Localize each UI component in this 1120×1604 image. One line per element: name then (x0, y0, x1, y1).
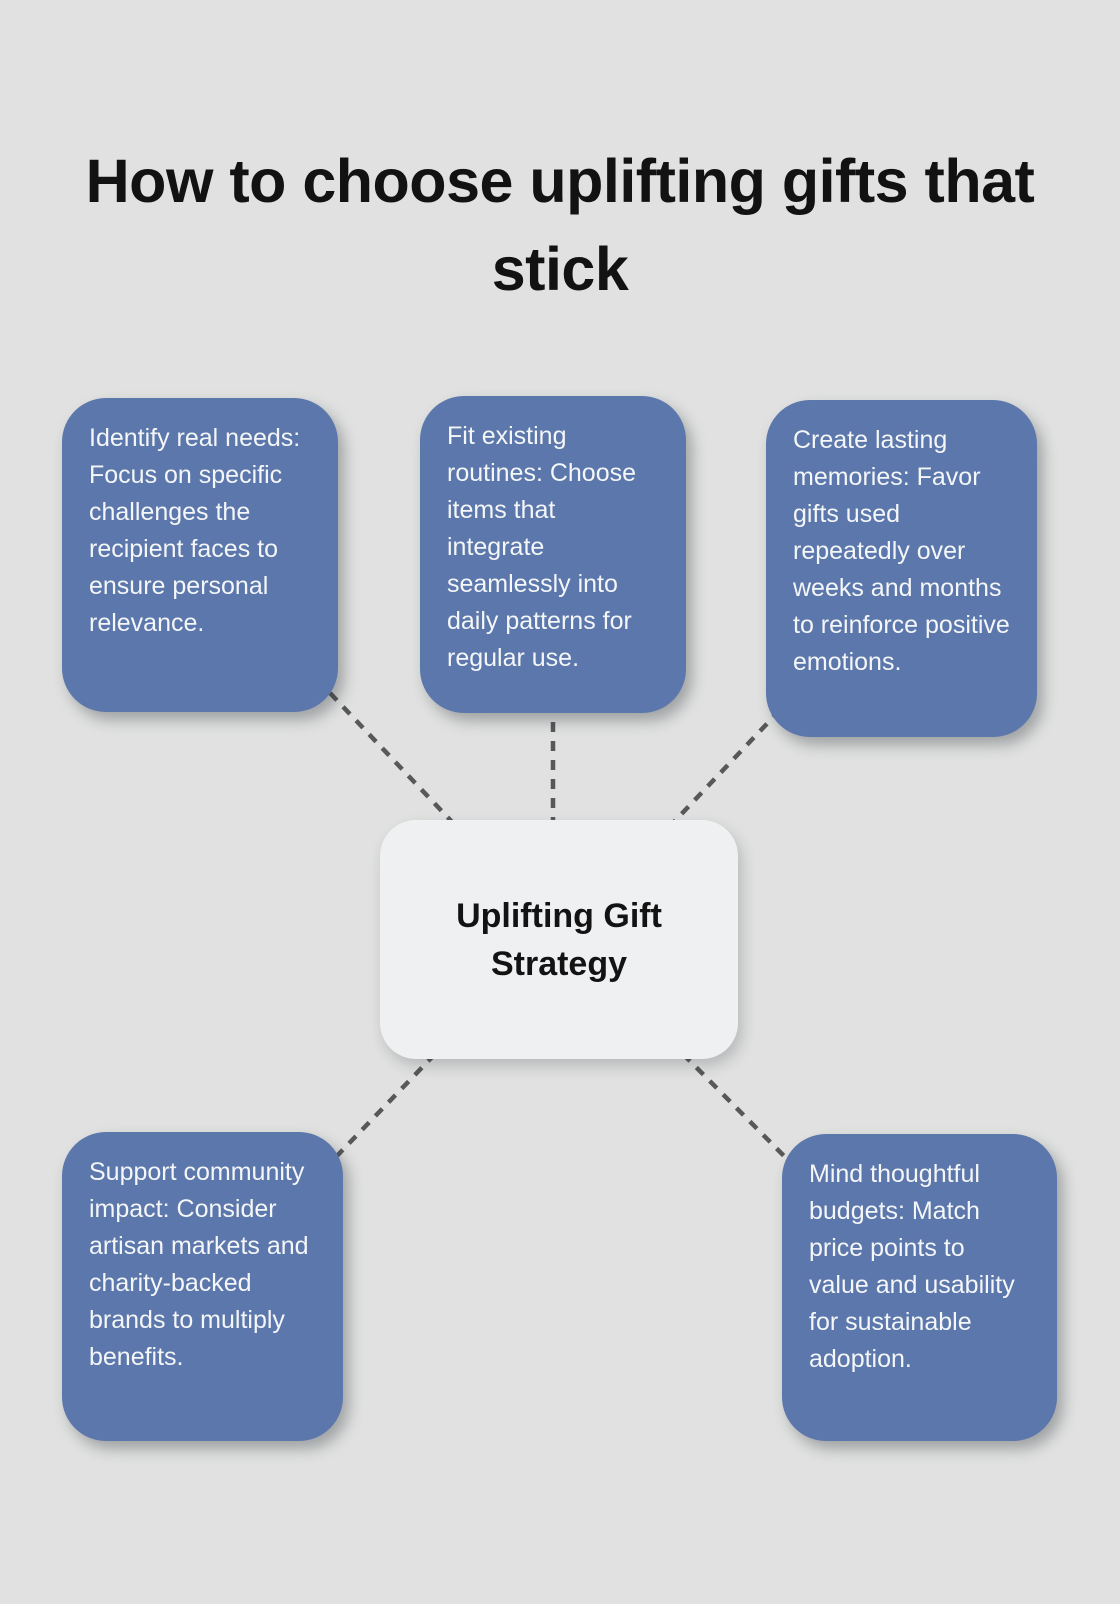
node-support-community-impact: Support community impact: Consider artis… (62, 1132, 343, 1441)
node-fit-existing-routines: Fit existing routines: Choose items that… (420, 396, 686, 713)
page-title: How to choose uplifting gifts that stick (85, 146, 1035, 304)
node-text: Support community impact: Consider artis… (89, 1158, 309, 1371)
node-text: Fit existing routines: Choose items that… (447, 422, 637, 672)
connector-identify-to-center (328, 691, 456, 826)
connector-center-to-community (331, 1052, 437, 1162)
connector-memories-to-center (670, 708, 782, 826)
connector-center-to-budgets (681, 1052, 790, 1162)
center-node-uplifting-gift-strategy: Uplifting Gift Strategy (380, 820, 738, 1059)
node-text: Create lasting memories: Favor gifts use… (793, 426, 1010, 676)
node-text: Identify real needs: Focus on specific c… (89, 424, 301, 637)
node-create-lasting-memories: Create lasting memories: Favor gifts use… (766, 400, 1037, 737)
node-text: Mind thoughtful budgets: Match price poi… (809, 1160, 1015, 1373)
center-node-label: Uplifting Gift Strategy (456, 896, 662, 983)
node-mind-thoughtful-budgets: Mind thoughtful budgets: Match price poi… (782, 1134, 1057, 1441)
node-identify-real-needs: Identify real needs: Focus on specific c… (62, 398, 338, 712)
